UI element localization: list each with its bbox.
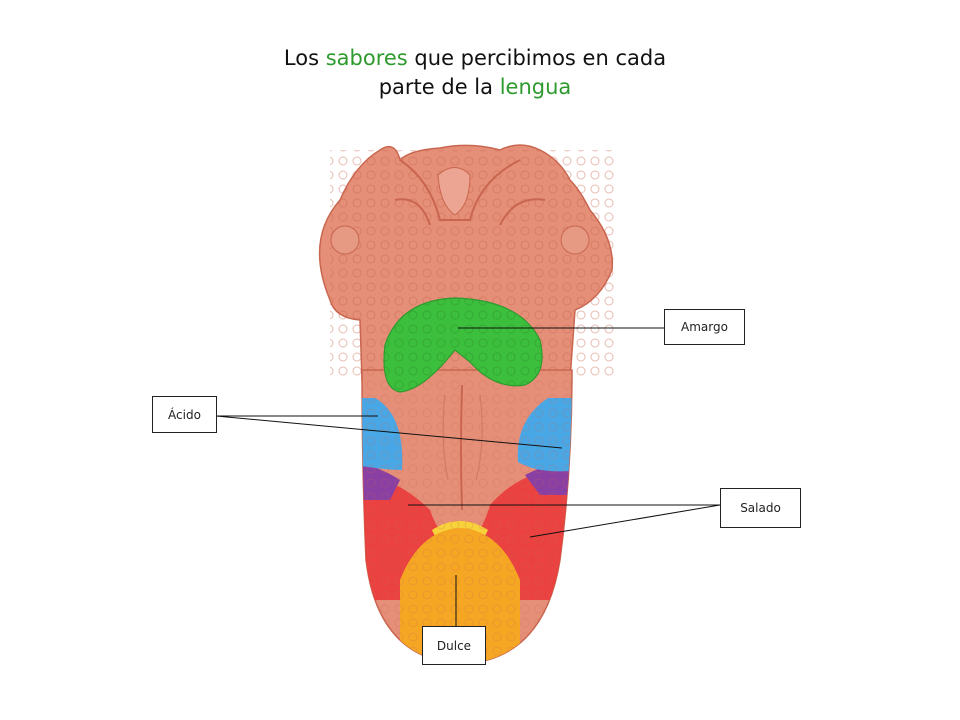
label-acido: Ácido <box>152 396 217 433</box>
tongue-body <box>361 369 573 665</box>
leader-line-acido-right <box>215 415 563 449</box>
page-title: Los sabores que percibimos en cada parte… <box>180 44 770 102</box>
bitter-zone <box>383 297 543 393</box>
title-line-2: parte de la lengua <box>378 75 572 99</box>
leader-line-salado-right <box>529 504 721 538</box>
title-line-1: Los sabores que percibimos en cada <box>283 46 667 70</box>
label-salado: Salado <box>720 488 801 528</box>
leader-lines <box>215 327 721 626</box>
title-highlight-lengua: lengua <box>499 75 572 99</box>
label-dulce: Dulce <box>422 626 486 665</box>
label-amargo: Amargo <box>664 309 745 345</box>
title-highlight-sabores: sabores <box>325 46 408 70</box>
tongue-root <box>318 144 615 381</box>
